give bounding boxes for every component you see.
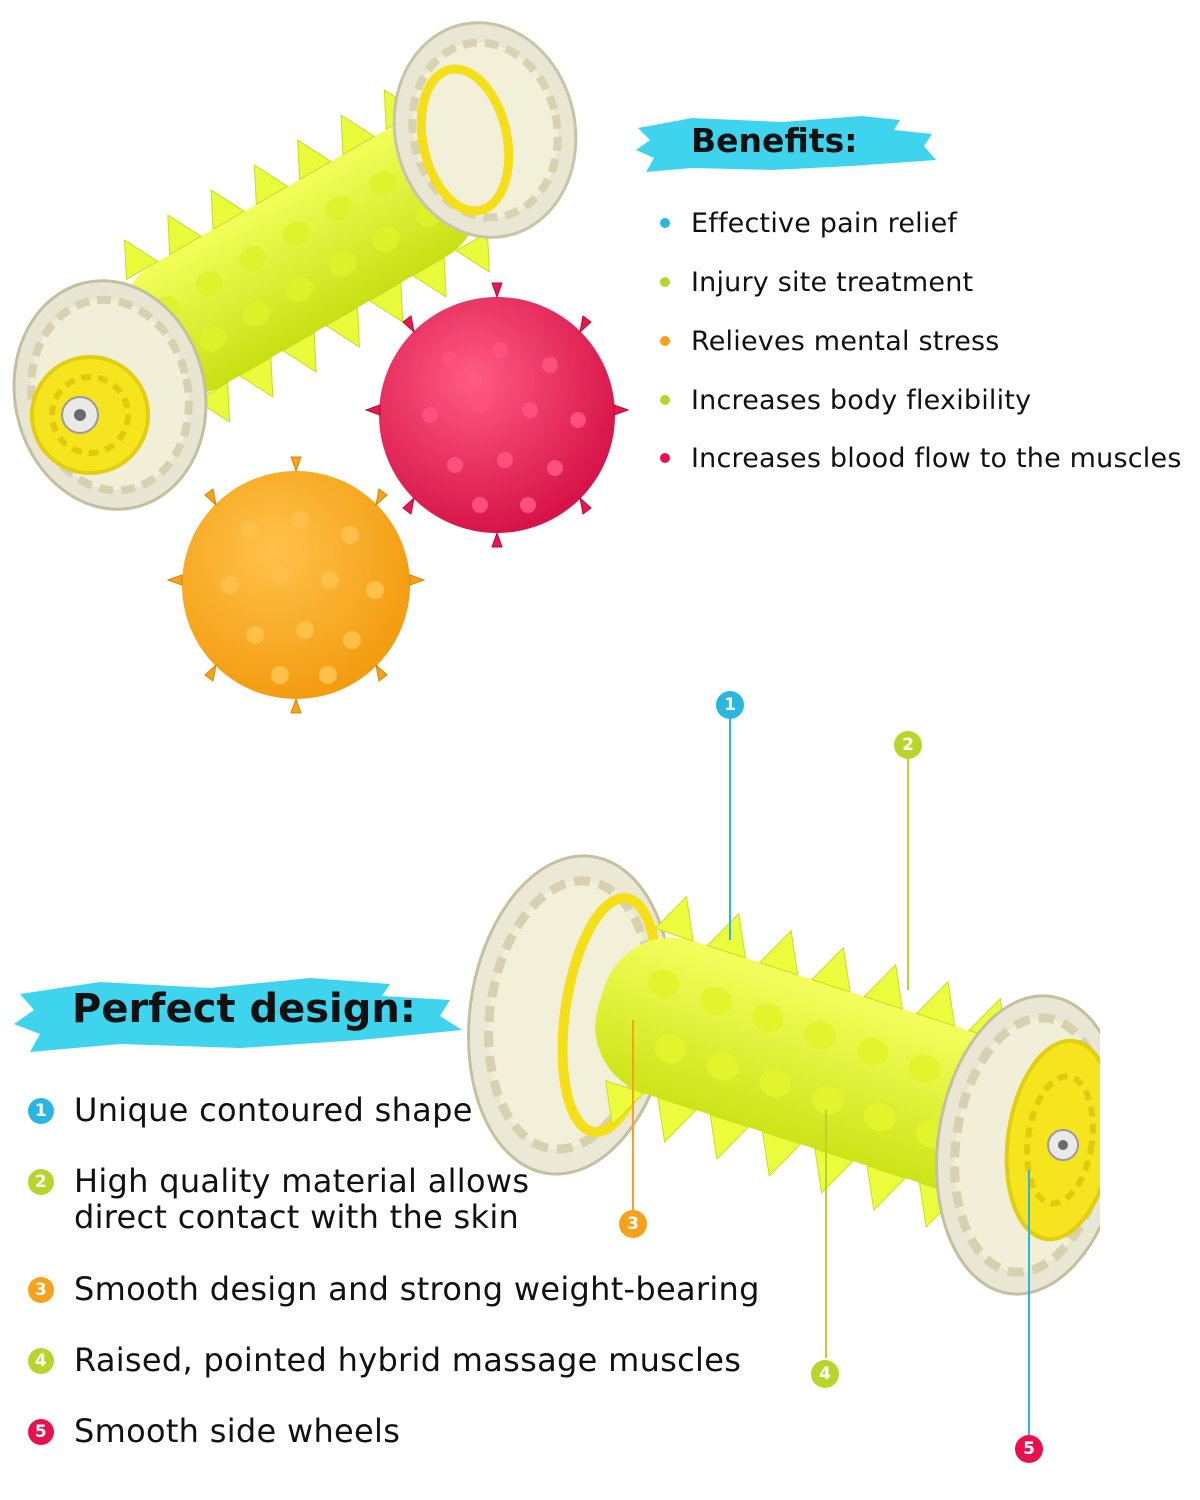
orange-massage-ball bbox=[166, 456, 426, 714]
benefit-item-flexibility: Increases body flexibility bbox=[660, 380, 1031, 420]
bullet-dot-icon bbox=[660, 277, 670, 287]
feature-item-side-wheels: 5 Smooth side wheels bbox=[28, 1413, 528, 1453]
bullet-dot-icon bbox=[660, 395, 670, 405]
feature-number-badge: 2 bbox=[28, 1169, 54, 1195]
foot-roller bbox=[12, 21, 578, 511]
feature-item-massage-points: 4 Raised, pointed hybrid massage muscles bbox=[28, 1342, 768, 1382]
benefit-item-mental-stress: Relieves mental stress bbox=[660, 321, 1000, 361]
feature-number-badge: 1 bbox=[28, 1098, 54, 1124]
design-title: Perfect design: bbox=[72, 986, 416, 1032]
feature-label: Unique contoured shape bbox=[74, 1091, 473, 1129]
callout-2-leader-line bbox=[907, 758, 909, 990]
product-image-roller-close-up bbox=[467, 854, 1100, 1296]
benefit-item-pain-relief: Effective pain relief bbox=[660, 203, 957, 243]
callout-5-leader-line bbox=[1028, 1170, 1030, 1435]
bullet-dot-icon bbox=[660, 453, 670, 463]
benefit-label: Injury site treatment bbox=[691, 266, 974, 298]
bullet-dot-icon bbox=[660, 218, 670, 228]
feature-label-line-2: direct contact with the skin bbox=[74, 1198, 520, 1236]
feature-label: Raised, pointed hybrid massage muscles bbox=[74, 1341, 742, 1379]
callout-4-leader-line bbox=[825, 1110, 827, 1358]
feature-label: Smooth side wheels bbox=[74, 1412, 401, 1450]
benefits-title: Benefits: bbox=[691, 121, 858, 160]
callout-2-marker: 2 bbox=[894, 731, 922, 759]
red-massage-ball bbox=[364, 282, 630, 548]
feature-number-badge: 3 bbox=[28, 1277, 54, 1303]
callout-1-marker: 1 bbox=[716, 691, 744, 719]
roller-wheel-right bbox=[935, 994, 1100, 1296]
roller-wheel-front bbox=[12, 279, 208, 511]
roller-wheel-back bbox=[392, 21, 578, 239]
callout-3-leader-line bbox=[632, 1020, 634, 1210]
callout-3-marker: 3 bbox=[619, 1210, 647, 1238]
benefits-banner-brush bbox=[636, 116, 936, 172]
benefit-label: Increases body flexibility bbox=[691, 384, 1032, 416]
callout-1-leader-line bbox=[729, 718, 731, 940]
product-image-roller-and-balls bbox=[12, 21, 630, 714]
benefit-label: Increases blood flow to the muscles bbox=[691, 442, 1182, 474]
design-banner-brush bbox=[14, 978, 462, 1052]
feature-number-badge: 4 bbox=[28, 1348, 54, 1374]
callout-5-marker: 5 bbox=[1015, 1435, 1043, 1463]
callout-4-marker: 4 bbox=[811, 1360, 839, 1388]
bullet-dot-icon bbox=[660, 336, 670, 346]
benefit-item-blood-flow: Increases blood flow to the muscles bbox=[660, 438, 1182, 478]
benefit-item-injury-treatment: Injury site treatment bbox=[660, 262, 973, 302]
feature-item-material: 2 High quality material allows direct co… bbox=[28, 1163, 628, 1239]
feature-item-contoured-shape: 1 Unique contoured shape bbox=[28, 1092, 628, 1132]
feature-item-weight-bearing: 3 Smooth design and strong weight-bearin… bbox=[28, 1271, 788, 1311]
feature-label-line-1: High quality material allows bbox=[74, 1162, 530, 1200]
feature-label: Smooth design and strong weight-bearing bbox=[74, 1270, 760, 1308]
feature-number-badge: 5 bbox=[28, 1419, 54, 1445]
benefit-label: Relieves mental stress bbox=[691, 325, 1000, 357]
benefit-label: Effective pain relief bbox=[691, 207, 958, 239]
